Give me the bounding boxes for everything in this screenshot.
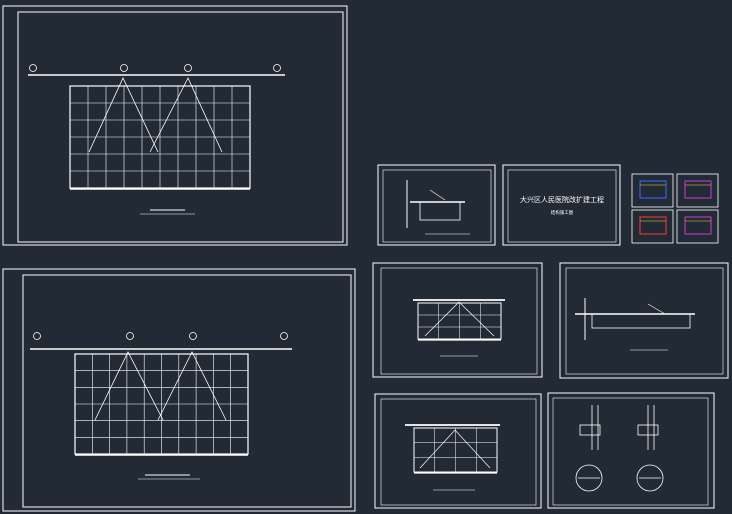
sheet-cover[interactable]: 大兴区人民医院改扩建工程 结构施工图 [502, 164, 621, 246]
cover-title: 大兴区人民医院改扩建工程 [520, 195, 604, 204]
sheet-node-details[interactable] [547, 392, 715, 509]
sheet-elevation-mid[interactable] [372, 262, 543, 378]
sheet-section-right[interactable] [559, 262, 729, 379]
sheet-elevation-top[interactable] [2, 5, 348, 246]
sheet-elevation-bottom[interactable] [2, 268, 356, 512]
cover-subtitle: 结构施工图 [551, 209, 574, 216]
sheet-detail-small[interactable] [377, 164, 496, 246]
sheet-elevation-bottom-mid[interactable] [374, 393, 542, 509]
sheet-thumbnails[interactable] [631, 173, 719, 244]
